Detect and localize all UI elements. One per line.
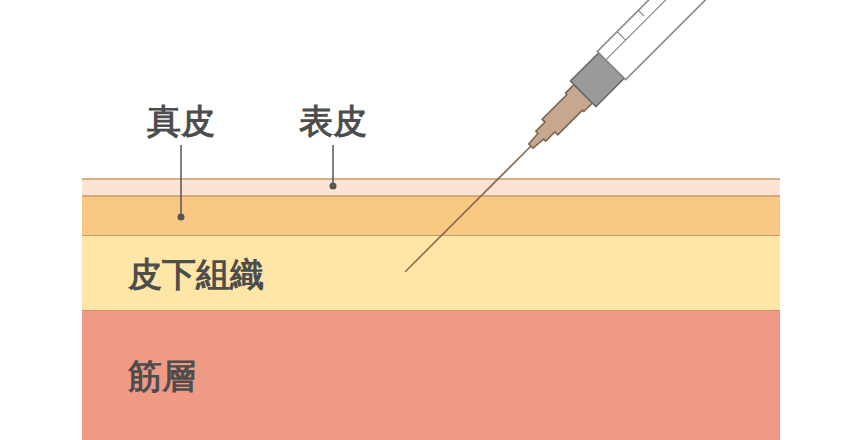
- epidermis-band: [82, 179, 780, 196]
- leader-line: [332, 145, 334, 186]
- leader-dot: [330, 183, 337, 190]
- layer-label: 真皮: [147, 104, 215, 138]
- layer-name: 筋層: [128, 359, 196, 393]
- band-line: [82, 178, 780, 180]
- layer-name: 皮下組織: [128, 257, 264, 291]
- layer-label: 表皮: [299, 104, 367, 138]
- band-line: [82, 195, 780, 197]
- dermis-band: [82, 196, 780, 235]
- leader-dot: [178, 214, 185, 221]
- leader-line: [180, 145, 182, 217]
- muscle-band: 筋層: [82, 310, 780, 440]
- subcutaneous-band: 皮下組織: [82, 235, 780, 310]
